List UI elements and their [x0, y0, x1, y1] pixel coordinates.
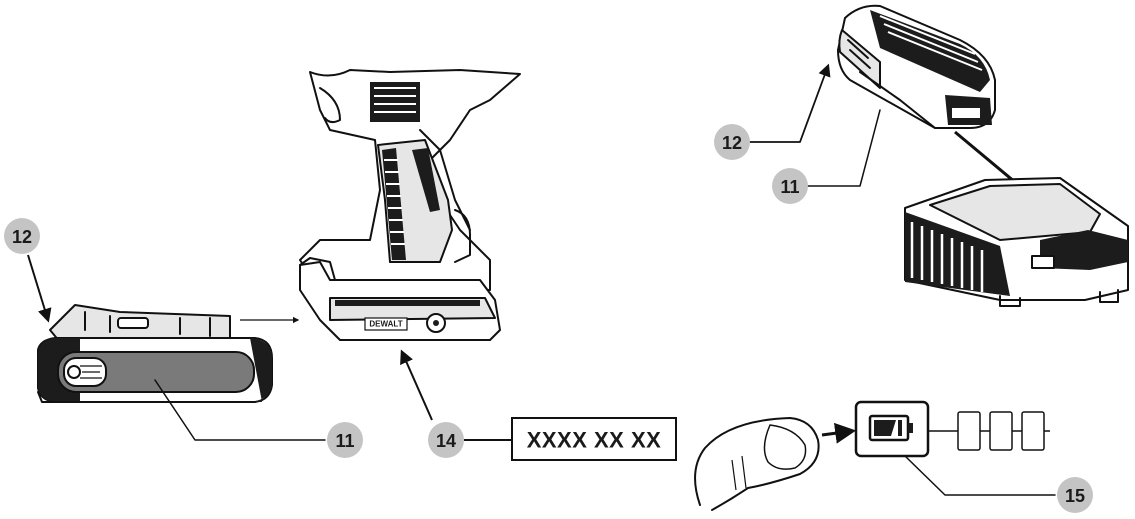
callout-15: 15 [904, 455, 1093, 513]
battery-gauge-icon [854, 400, 930, 458]
fuel-gauge-leds [928, 411, 1050, 451]
date-code-text: XXXX XX XX [527, 428, 662, 453]
battery-pack-left [37, 304, 273, 403]
callout-14: 14 [400, 349, 512, 458]
callout-11-left: 11 [154, 379, 363, 458]
callout-12-left-label: 12 [12, 227, 32, 247]
callout-14-label: 14 [436, 431, 456, 451]
brand-badge: DEWALT [369, 320, 402, 329]
callout-15-label: 15 [1065, 486, 1085, 506]
callout-11-right-label: 11 [780, 177, 799, 197]
callout-11-left-label: 11 [335, 431, 354, 451]
callout-12-right-label: 12 [722, 133, 742, 153]
callout-11-right: 11 [772, 109, 881, 204]
date-code-box: XXXX XX XX [511, 417, 677, 461]
drill-tool: DEWALT [299, 69, 521, 341]
finger [694, 417, 820, 511]
callout-12-right: 12 [714, 63, 831, 160]
callout-12-left: 12 [4, 218, 52, 323]
charger [904, 177, 1129, 307]
press-arrow [821, 422, 857, 444]
battery-pack-right [837, 4, 996, 129]
